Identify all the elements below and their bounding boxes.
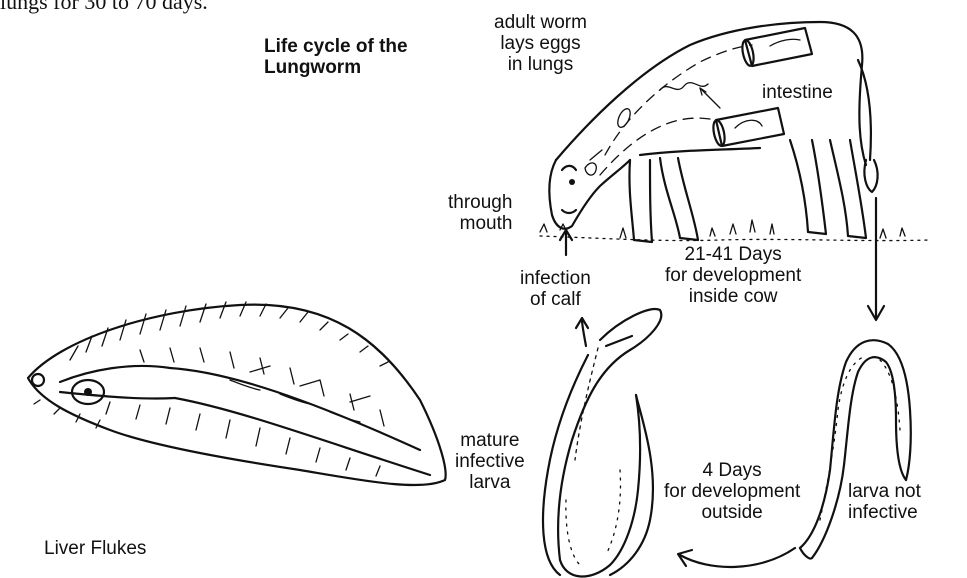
infection-of-calf-label: infection of calf bbox=[520, 268, 591, 310]
larva-not-infective-line-2: infective bbox=[848, 502, 921, 523]
intestine-label: intestine bbox=[762, 82, 833, 103]
mature-larva-line-2: infective bbox=[455, 451, 525, 472]
through-mouth-label: through mouth bbox=[448, 192, 512, 234]
larva-not-infective-label: larva not infective bbox=[848, 481, 921, 523]
development-inside-cow-label: 21-41 Days for development inside cow bbox=[665, 244, 801, 307]
days-4-line-2: for development bbox=[664, 481, 800, 502]
adult-worm-line-3: in lungs bbox=[494, 54, 587, 75]
intestine-tube-lower bbox=[711, 108, 784, 147]
days-4-line-3: outside bbox=[664, 502, 800, 523]
non-infective-larva-illustration bbox=[800, 340, 911, 558]
adult-worm-line-1: adult worm bbox=[494, 12, 587, 33]
mature-infective-larva-label: mature infective larva bbox=[455, 430, 525, 493]
development-outside-label: 4 Days for development outside bbox=[664, 460, 800, 523]
liver-flukes-label: Liver Flukes bbox=[44, 538, 146, 559]
days-21-41-line-1: 21-41 Days bbox=[665, 244, 801, 265]
days-21-41-line-3: inside cow bbox=[665, 286, 801, 307]
larva-not-infective-line-1: larva not bbox=[848, 481, 921, 502]
adult-worm-line-2: lays eggs bbox=[494, 33, 587, 54]
liver-fluke-illustration bbox=[28, 302, 446, 485]
mature-larva-illustration bbox=[543, 309, 661, 576]
mature-larva-line-1: mature bbox=[455, 430, 525, 451]
days-4-line-1: 4 Days bbox=[664, 460, 800, 481]
infection-line-1: infection bbox=[520, 268, 591, 289]
through-mouth-line-2: mouth bbox=[448, 213, 512, 234]
diagram-title: Life cycle of the Lungworm bbox=[264, 36, 408, 78]
days-21-41-line-2: for development bbox=[665, 265, 801, 286]
mature-larva-line-3: larva bbox=[455, 472, 525, 493]
through-mouth-line-1: through bbox=[448, 192, 512, 213]
title-line-1: Life cycle of the bbox=[264, 36, 408, 57]
intestine-tube-upper bbox=[740, 28, 812, 67]
adult-worm-label: adult worm lays eggs in lungs bbox=[494, 12, 587, 75]
infection-line-2: of calf bbox=[520, 289, 591, 310]
title-line-2: Lungworm bbox=[264, 57, 408, 78]
cow-illustration bbox=[540, 22, 930, 242]
